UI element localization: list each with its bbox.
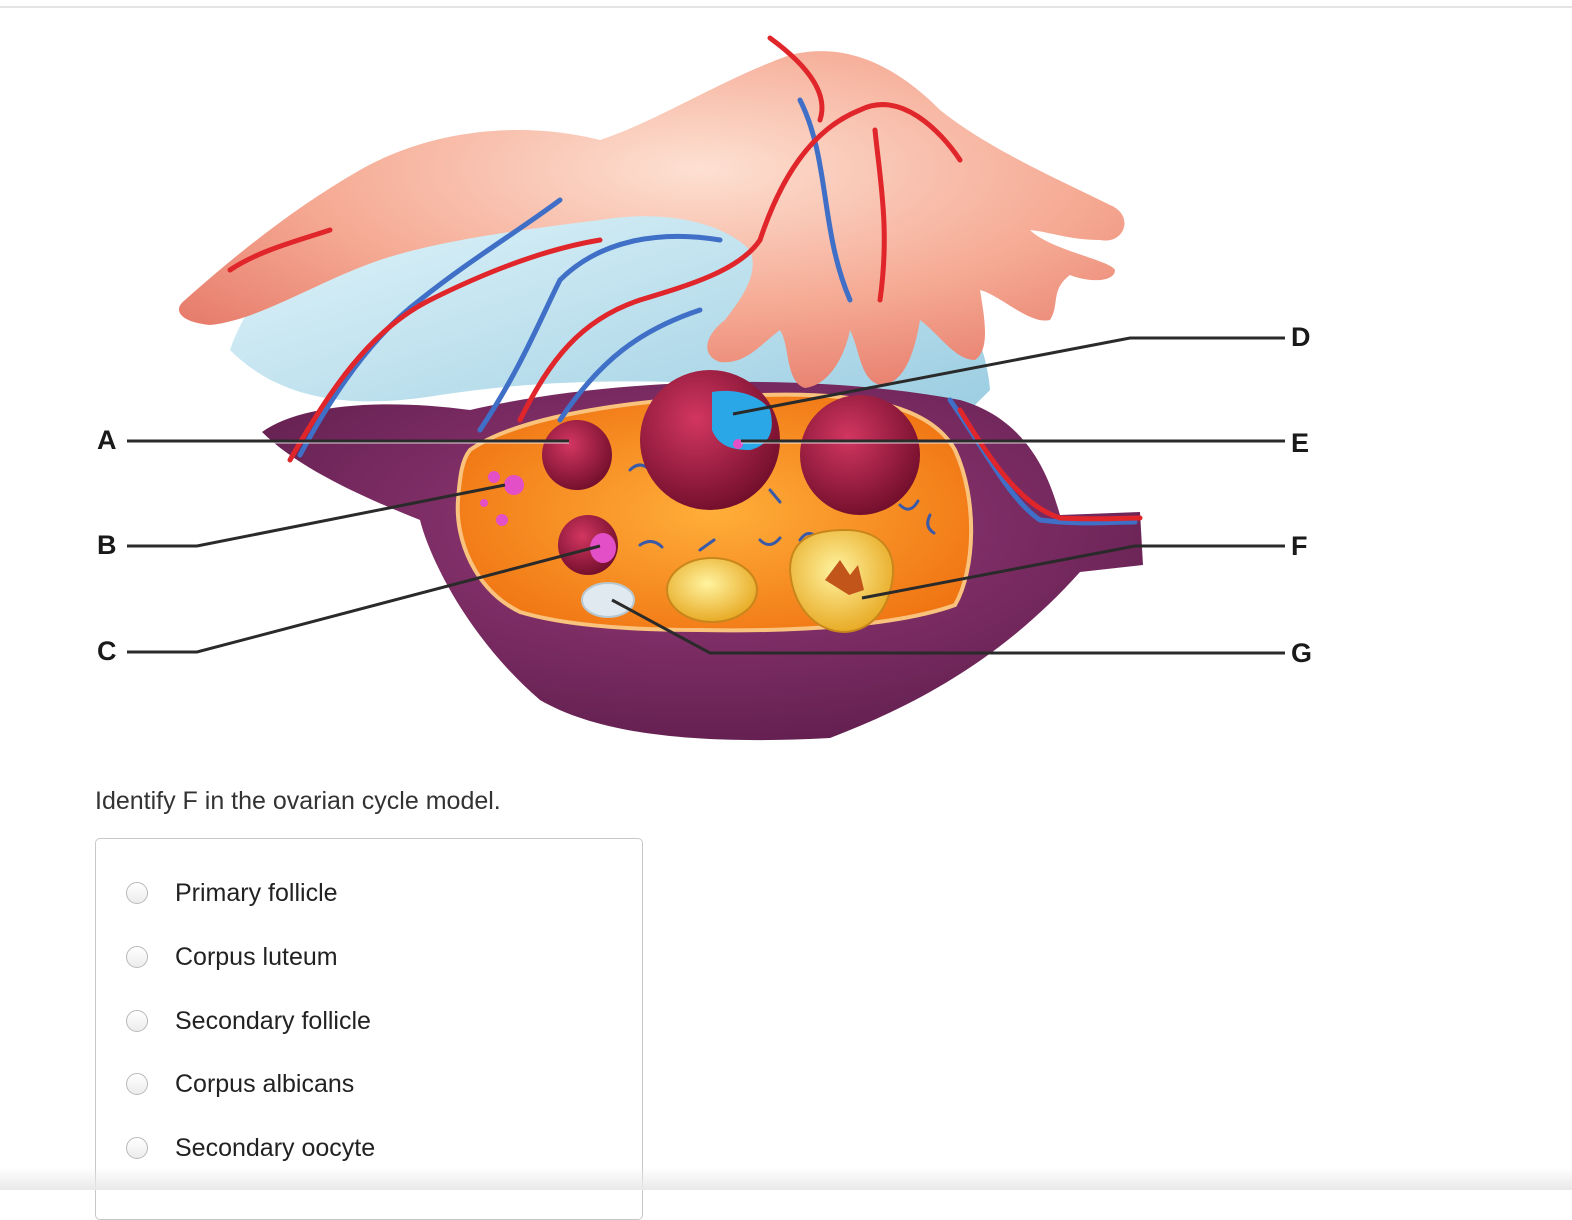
- option-label: Secondary follicle: [175, 1006, 371, 1035]
- label-b: B: [97, 530, 117, 560]
- label-g: G: [1291, 638, 1313, 668]
- radio-button[interactable]: [126, 1137, 148, 1159]
- option-label: Corpus albicans: [175, 1069, 355, 1098]
- blood-vessels: [227, 35, 1143, 526]
- label-e: E: [1291, 428, 1310, 458]
- bottom-shadow: [0, 1168, 1572, 1190]
- option-corpus-albicans[interactable]: Corpus albicans: [126, 1067, 354, 1101]
- radio-button[interactable]: [126, 1010, 148, 1032]
- ovary-illustration: [127, 35, 1285, 741]
- label-c: C: [97, 636, 117, 666]
- label-a: A: [97, 425, 117, 455]
- label-d: D: [1291, 322, 1311, 352]
- uterine-tube: [178, 51, 1125, 388]
- ruptured-follicle: [800, 395, 920, 515]
- leader-lines: [127, 336, 1285, 655]
- radio-button[interactable]: [126, 946, 148, 968]
- option-label: Primary follicle: [175, 878, 338, 907]
- option-secondary-oocyte[interactable]: Secondary oocyte: [126, 1131, 375, 1165]
- top-divider: [0, 6, 1572, 8]
- regressing-corpus-luteum: [666, 557, 758, 623]
- option-label: Corpus luteum: [175, 942, 338, 971]
- option-primary-follicle[interactable]: Primary follicle: [126, 876, 338, 910]
- option-secondary-follicle[interactable]: Secondary follicle: [126, 1004, 371, 1038]
- label-f: F: [1291, 531, 1308, 561]
- ovarian-cycle-diagram: A B C D E F G: [97, 35, 1313, 741]
- primordial-follicles: [480, 471, 524, 526]
- radio-button[interactable]: [126, 882, 148, 904]
- option-corpus-luteum[interactable]: Corpus luteum: [126, 940, 338, 974]
- option-label: Secondary oocyte: [175, 1133, 376, 1162]
- corpus-albicans: [581, 582, 635, 618]
- answer-options: Primary follicle Corpus luteum Secondary…: [95, 838, 643, 1220]
- question-text: Identify F in the ovarian cycle model.: [95, 787, 501, 815]
- primary-follicle: [542, 420, 612, 490]
- radio-button[interactable]: [126, 1073, 148, 1095]
